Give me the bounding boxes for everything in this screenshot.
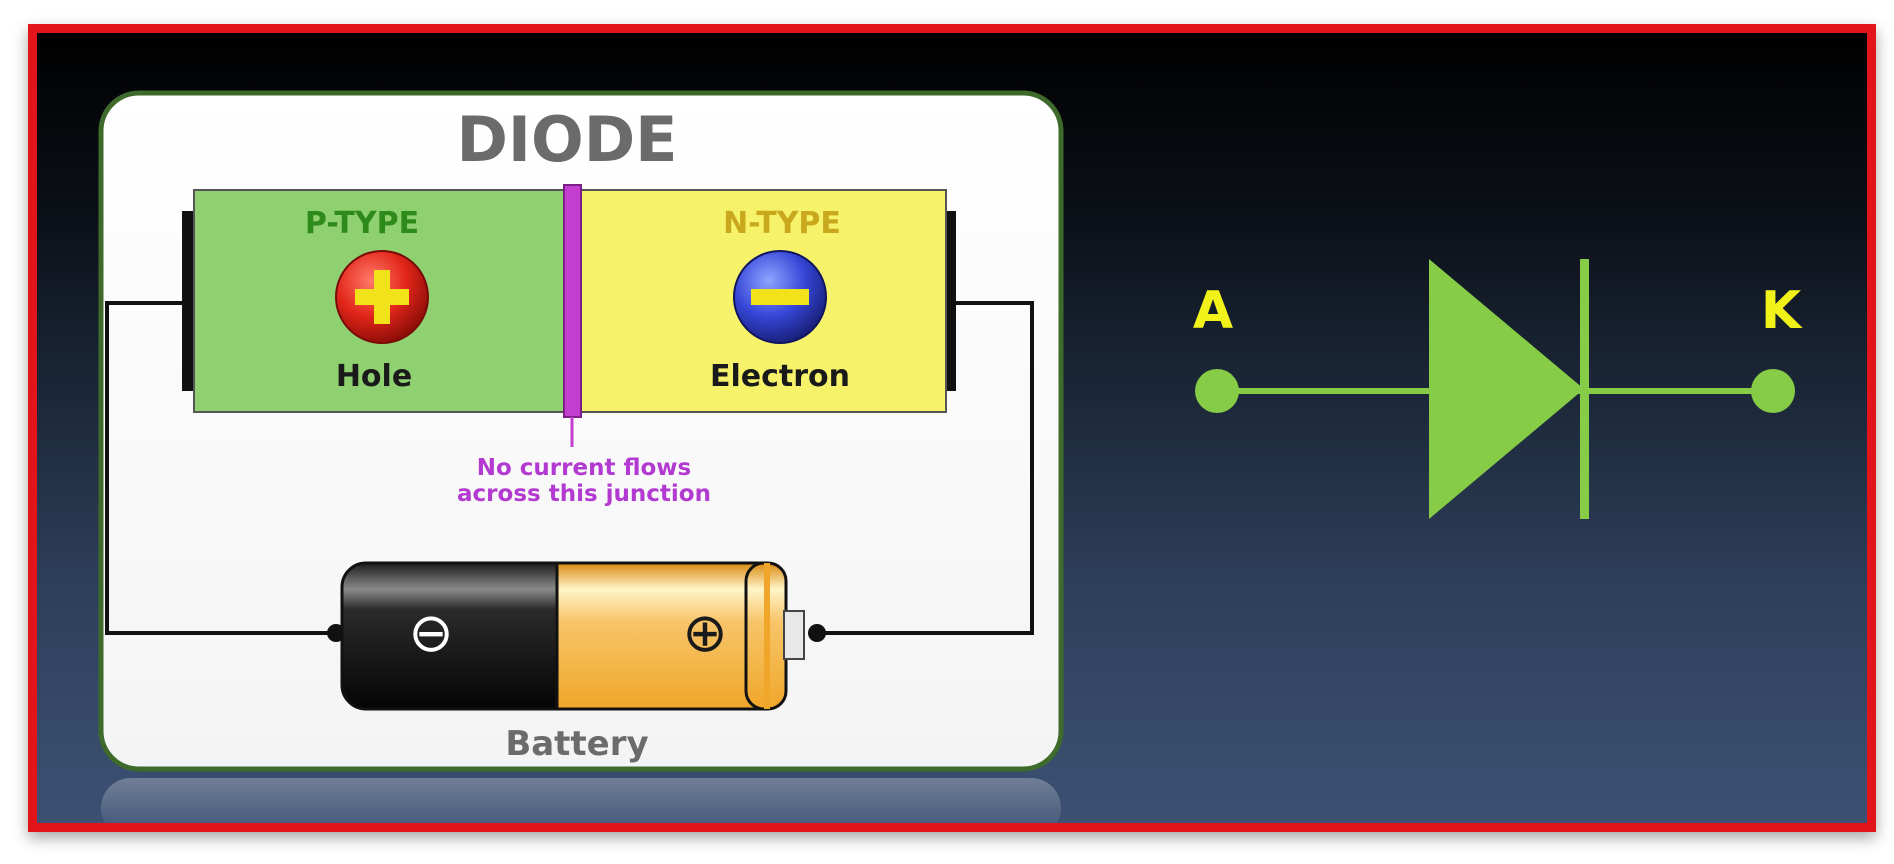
diode-diagram: DIODE P-TYPE Hole N-TYPE Electron No cur… xyxy=(98,90,1803,823)
card-reflection xyxy=(101,778,1061,823)
battery-terminal-pos xyxy=(808,624,826,642)
junction-note-line2: across this junction xyxy=(457,481,711,507)
battery-positive-sign: ⊕ xyxy=(682,601,727,664)
diagram-title: DIODE xyxy=(456,103,677,176)
wire-left xyxy=(105,301,337,635)
plus-bar-v xyxy=(374,270,390,324)
cathode-bar xyxy=(1580,259,1589,519)
electron-label: Electron xyxy=(710,359,850,394)
battery-nub xyxy=(783,610,805,660)
battery-negative-sign: ⊖ xyxy=(408,601,453,664)
p-terminal xyxy=(182,211,196,391)
p-type-label: P-TYPE xyxy=(305,206,419,241)
anode-terminal xyxy=(1195,369,1239,413)
cathode-label: K xyxy=(1761,281,1803,341)
battery-label: Battery xyxy=(505,724,648,764)
cathode-terminal xyxy=(1751,369,1795,413)
battery-negative-body xyxy=(340,561,584,711)
slide-frame: DIODE P-TYPE Hole N-TYPE Electron No cur… xyxy=(28,24,1876,832)
n-type-label: N-TYPE xyxy=(723,206,841,241)
pn-junction xyxy=(563,184,582,418)
battery-cap-fill xyxy=(764,563,770,709)
battery-positive-body xyxy=(555,561,769,711)
anode-label: A xyxy=(1193,281,1233,341)
diode-triangle xyxy=(1429,259,1584,519)
hole-label: Hole xyxy=(336,359,412,394)
junction-note-line1: No current flows xyxy=(477,455,692,481)
wire-right xyxy=(817,301,1034,635)
minus-bar xyxy=(751,289,809,305)
